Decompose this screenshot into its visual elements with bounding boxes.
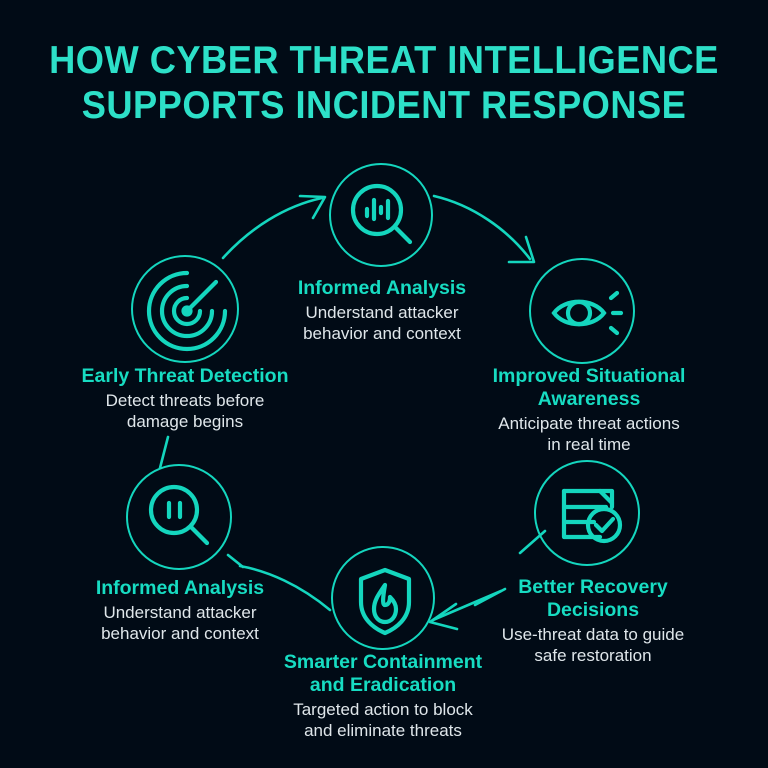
icon-magnifier-bar-chart — [329, 163, 433, 267]
icon-document-check — [534, 460, 640, 566]
radar-ring-mid — [159, 283, 215, 339]
title-line-2: SUPPORTS INCIDENT RESPONSE — [81, 84, 687, 127]
step-description: Understand attacker behavior and context — [101, 603, 259, 643]
page-title: HOW CYBER THREAT INTELLIGENCE SUPPORTS I… — [27, 38, 741, 128]
step-heading: Smarter Containment and Eradication — [283, 651, 483, 696]
magnifier-handle — [392, 224, 413, 245]
step-description: Use-threat data to guide safe restoratio… — [501, 625, 685, 665]
step-description: Understand attacker behavior and context — [303, 303, 461, 343]
step-informed-analysis-bottom: Informed Analysis Understand attacker be… — [48, 577, 312, 644]
flame-shape — [371, 582, 399, 625]
step-heading: Better Recovery Decisions — [518, 576, 668, 621]
eye-ray-top — [608, 290, 620, 301]
step-smarter-containment-and-eradication: Smarter Containment and Eradication Targ… — [252, 651, 514, 741]
document-corner-fold — [597, 488, 615, 506]
step-improved-situational-awareness: Improved Situational Awareness Anticipat… — [447, 365, 731, 455]
radar-ring-outer — [146, 270, 228, 352]
check-circle — [585, 506, 623, 544]
radar-ring-inner — [171, 295, 203, 327]
eye-outline — [551, 299, 607, 327]
icon-shield-flame — [331, 546, 435, 650]
eye-pupil — [565, 299, 593, 327]
radar-sweep-line — [184, 279, 219, 314]
step-heading: Informed Analysis — [297, 277, 467, 299]
arrow-detection-to-analysis — [221, 196, 324, 260]
icon-target-radar — [131, 255, 239, 363]
shield-outline — [358, 567, 412, 636]
connector-analysis-to-detection — [158, 435, 170, 470]
icon-magnifier-pause — [126, 464, 232, 570]
arrowhead-detection-to-analysis — [298, 194, 327, 220]
arrowhead-analysis-to-awareness — [507, 235, 536, 264]
magnifier-lens — [350, 183, 404, 237]
magnifier-handle — [188, 524, 210, 546]
step-informed-analysis-top: Informed Analysis Understand attacker be… — [251, 277, 513, 344]
step-heading: Informed Analysis — [95, 577, 265, 599]
step-heading: Improved Situational Awareness — [492, 365, 686, 410]
icon-eye — [529, 258, 635, 364]
step-heading: Early Threat Detection — [81, 365, 289, 387]
step-description: Anticipate threat actions in real time — [498, 414, 680, 454]
title-line-1: HOW CYBER THREAT INTELLIGENCE — [49, 39, 719, 82]
arrow-analysis-to-awareness — [432, 194, 532, 261]
step-description: Targeted action to block and eliminate t… — [293, 700, 473, 740]
check-mark — [593, 516, 616, 534]
eye-ray-bottom — [608, 325, 620, 336]
magnifier-lens — [148, 484, 200, 536]
radar-center-dot — [181, 305, 193, 317]
step-better-recovery-decisions: Better Recovery Decisions Use-threat dat… — [462, 576, 724, 666]
step-description: Detect threats before damage begins — [105, 391, 265, 431]
step-early-threat-detection: Early Threat Detection Detect threats be… — [30, 365, 340, 432]
